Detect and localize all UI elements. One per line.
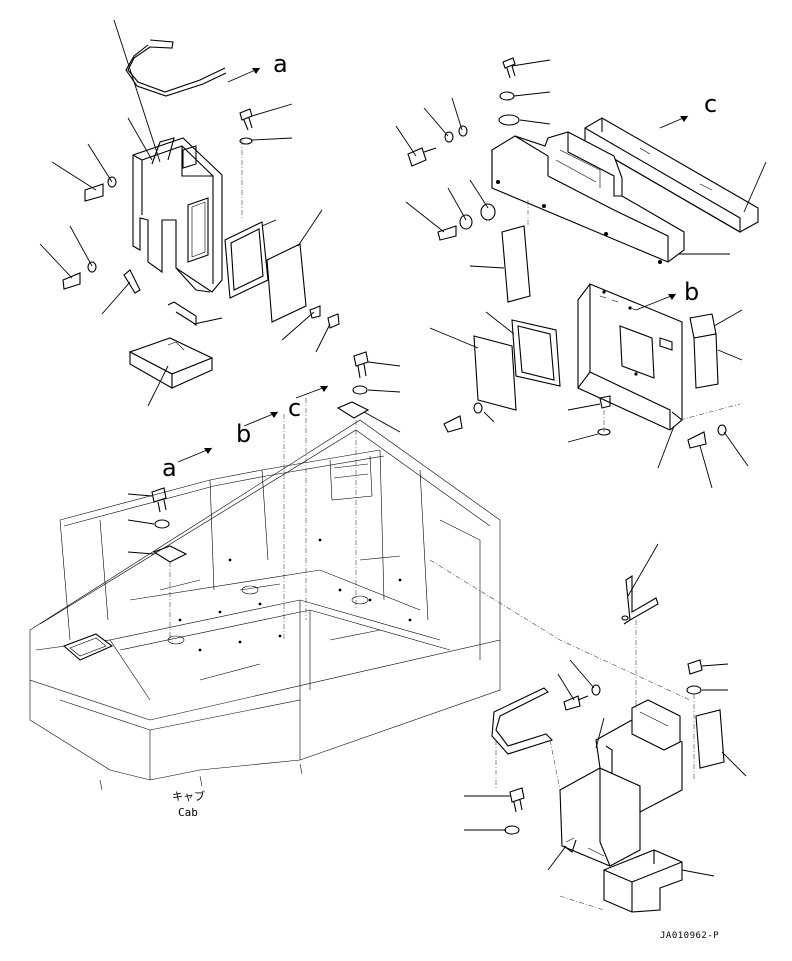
panel-b xyxy=(577,283,683,431)
bolt-e xyxy=(563,684,601,711)
small-pad-right xyxy=(695,709,725,769)
top-right-assembly xyxy=(395,57,767,489)
cover-plate xyxy=(266,243,307,323)
small-foam-right xyxy=(689,313,719,389)
gasket-right xyxy=(511,319,561,387)
bolt-a xyxy=(239,108,253,131)
foam-block-bottom xyxy=(603,849,683,913)
cab-label-jp: キャブ xyxy=(172,789,205,803)
callout-a-top: a xyxy=(273,50,288,78)
arrow-b-right xyxy=(635,293,677,311)
hardware-bottom xyxy=(504,659,703,835)
box-cover xyxy=(132,137,223,293)
bolt-d xyxy=(309,305,340,329)
center-hardware xyxy=(127,351,401,640)
foam-pad xyxy=(128,337,214,389)
callout-a-mid: a xyxy=(162,454,177,482)
drawing-code: JA010962-P xyxy=(660,931,719,941)
upper-cover xyxy=(491,131,685,264)
top-left-assembly xyxy=(39,19,340,407)
plate-right xyxy=(473,335,517,411)
bent-rod xyxy=(125,39,227,97)
cab-frame xyxy=(29,419,501,791)
bottom-right-assembly xyxy=(429,543,747,913)
l-bracket-rod xyxy=(621,574,659,625)
bolt-c xyxy=(62,261,97,290)
cab-label-en: Cab xyxy=(178,806,198,819)
callout-c-mid: c xyxy=(288,394,301,422)
callout-b-mid: b xyxy=(236,420,251,448)
small-bracket xyxy=(123,269,141,294)
bolt-b xyxy=(84,176,117,202)
gasket xyxy=(224,221,269,299)
pin-bracket xyxy=(167,301,197,327)
rect-pad xyxy=(501,225,531,303)
callout-b-right: b xyxy=(684,278,699,306)
callout-c-top: c xyxy=(704,90,717,118)
lower-cover xyxy=(559,699,683,867)
washer-a xyxy=(239,137,253,145)
bent-rod-right xyxy=(491,687,554,755)
